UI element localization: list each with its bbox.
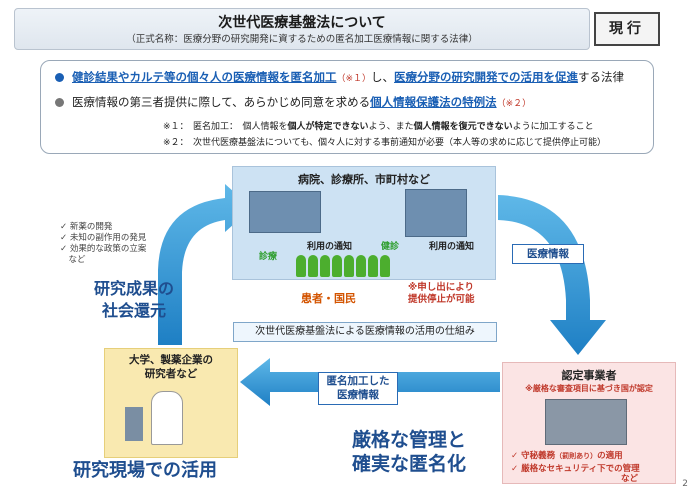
label-kenshin: 健診: [381, 242, 400, 252]
stop-note-1: ※申し出により: [408, 282, 475, 293]
b2-ref: （※２）: [496, 99, 532, 109]
duty1-check: ✓: [511, 451, 522, 461]
certified-title: 認定事業者: [561, 369, 617, 382]
duty1-b: （罰則あり）: [555, 452, 598, 460]
anon-label-1: 匿名加工した: [326, 375, 390, 387]
b1-part2: し、: [371, 70, 395, 84]
strict-management-text: 厳格な管理と 確実な匿名化: [352, 428, 466, 476]
return-1: 研究成果の: [94, 279, 175, 298]
hospital-title: 病院、診療所、市町村など: [298, 173, 430, 186]
page-title: 次世代医療基盤法について: [218, 15, 386, 31]
researcher-icon: [151, 391, 183, 445]
b2-part2: 個人情報保護法の特例法: [370, 95, 497, 109]
page-subtitle: （正式名称：医療分野の研究開発に資するための匿名加工医療情報に関する法律）: [126, 34, 478, 45]
n1-c: よう、また: [368, 122, 414, 132]
person-icon: [368, 255, 378, 277]
duty1-a: 守秘義務: [521, 451, 556, 461]
n1-a: ※１： 匿名加工： 個人情報を: [163, 122, 288, 132]
duty-1: ✓ 守秘義務（罰則あり）の適用: [511, 449, 623, 461]
title-bar: 次世代医療基盤法について （正式名称：医療分野の研究開発に資するための匿名加工医…: [14, 8, 590, 50]
footnote-2: ※２： 次世代医療基盤法についても、個々人に対する事前通知が必要（本人等の求めに…: [163, 138, 607, 148]
anon-label-2: 医療情報: [337, 389, 379, 401]
b1-part4: する法律: [578, 70, 625, 84]
b2-part1: 医療情報の第三者提供に際して、あらかじめ同意を求める: [72, 95, 371, 109]
certified-subtitle: ※厳格な審査項目に基づき国が認定: [525, 384, 653, 393]
patients-label: 患者・国民: [301, 292, 356, 305]
microscope-icon: [125, 407, 143, 441]
outcome-item: ✓ 未知の副作用の発見: [60, 233, 147, 243]
duty-2-tail: など: [621, 474, 639, 484]
return-2: 社会還元: [102, 301, 167, 320]
n1-d: 個人情報を復元できない: [413, 122, 513, 132]
stop-note: ※申し出により 提供停止が可能: [408, 282, 475, 306]
medical-info-tag: 医療情報: [512, 244, 584, 264]
bullet-2: 医療情報の第三者提供に際して、あらかじめ同意を求める個人情報保護法の特例法（※２…: [55, 94, 531, 110]
university-title: 大学、製薬企業の 研究者など: [105, 353, 237, 381]
label-shinryo: 診療: [259, 252, 278, 262]
label-notice-2: 利用の通知: [429, 242, 475, 252]
person-icon: [332, 255, 342, 277]
strict-1: 厳格な管理と: [352, 429, 467, 451]
b1-ref: （※１）: [336, 74, 372, 84]
bullet-dot-icon: [55, 73, 64, 82]
b1-part3: 医療分野の研究開発での活用を促進: [394, 70, 579, 84]
anon-info-tag: 匿名加工した 医療情報: [318, 372, 398, 405]
outcome-item: ✓ 新薬の開発: [60, 222, 113, 232]
outcomes-list: ✓ 新薬の開発 ✓ 未知の副作用の発見 ✓ 効果的な政策の立案 など: [60, 222, 146, 266]
n1-b: 個人が特定できない: [287, 122, 369, 132]
stop-note-2: 提供停止が可能: [408, 294, 475, 305]
mechanism-label: 次世代医療基盤法による医療情報の活用の仕組み: [233, 322, 497, 342]
person-icon: [344, 255, 354, 277]
person-icon: [308, 255, 318, 277]
page-number: 2: [682, 479, 688, 489]
strict-2: 確実な匿名化: [352, 453, 467, 475]
social-return-text: 研究成果の 社会還元: [94, 278, 174, 322]
person-icon: [296, 255, 306, 277]
bullet-dot-icon: [55, 98, 64, 107]
research-use-text: 研究現場での活用: [73, 460, 217, 481]
arrow-to-hospital-icon: [158, 184, 252, 345]
server-rack-icon: [545, 399, 627, 445]
person-icon: [320, 255, 330, 277]
status-badge: 現行: [594, 12, 660, 46]
univ-title-2: 研究者など: [144, 368, 198, 380]
outcome-item: など: [60, 255, 86, 265]
person-icon: [356, 255, 366, 277]
b1-part1: 健診結果やカルテ等の個々人の医療情報を匿名加工: [72, 70, 337, 84]
footnote-1: ※１： 匿名加工： 個人情報を個人が特定できないよう、また個人情報を復元できない…: [163, 119, 594, 132]
patients-icon: [296, 255, 411, 285]
n1-e: ように加工すること: [512, 122, 594, 132]
univ-title-1: 大学、製薬企業の: [129, 354, 213, 366]
outcome-item: ✓ 効果的な政策の立案: [60, 244, 147, 254]
hospital-panel: 病院、診療所、市町村など 診療 利用の通知 健診 利用の通知: [232, 166, 496, 280]
certified-operator-panel: 認定事業者 ※厳格な審査項目に基づき国が認定 ✓ 守秘義務（罰則あり）の適用 ✓…: [502, 362, 676, 484]
person-icon: [380, 255, 390, 277]
summary-box: 健診結果やカルテ等の個々人の医療情報を匿名加工（※１）し、医療分野の研究開発での…: [40, 60, 654, 154]
duty1-c: の適用: [597, 451, 623, 461]
city-hall-building-icon: [405, 189, 467, 237]
arrow-to-certified-icon: [498, 195, 606, 355]
hospital-building-icon: [249, 191, 321, 233]
university-panel: 大学、製薬企業の 研究者など: [104, 348, 238, 458]
duty-2: ✓ 厳格なセキュリティ下での管理: [511, 464, 640, 474]
bullet-1: 健診結果やカルテ等の個々人の医療情報を匿名加工（※１）し、医療分野の研究開発での…: [55, 69, 624, 85]
label-notice-1: 利用の通知: [307, 242, 353, 252]
